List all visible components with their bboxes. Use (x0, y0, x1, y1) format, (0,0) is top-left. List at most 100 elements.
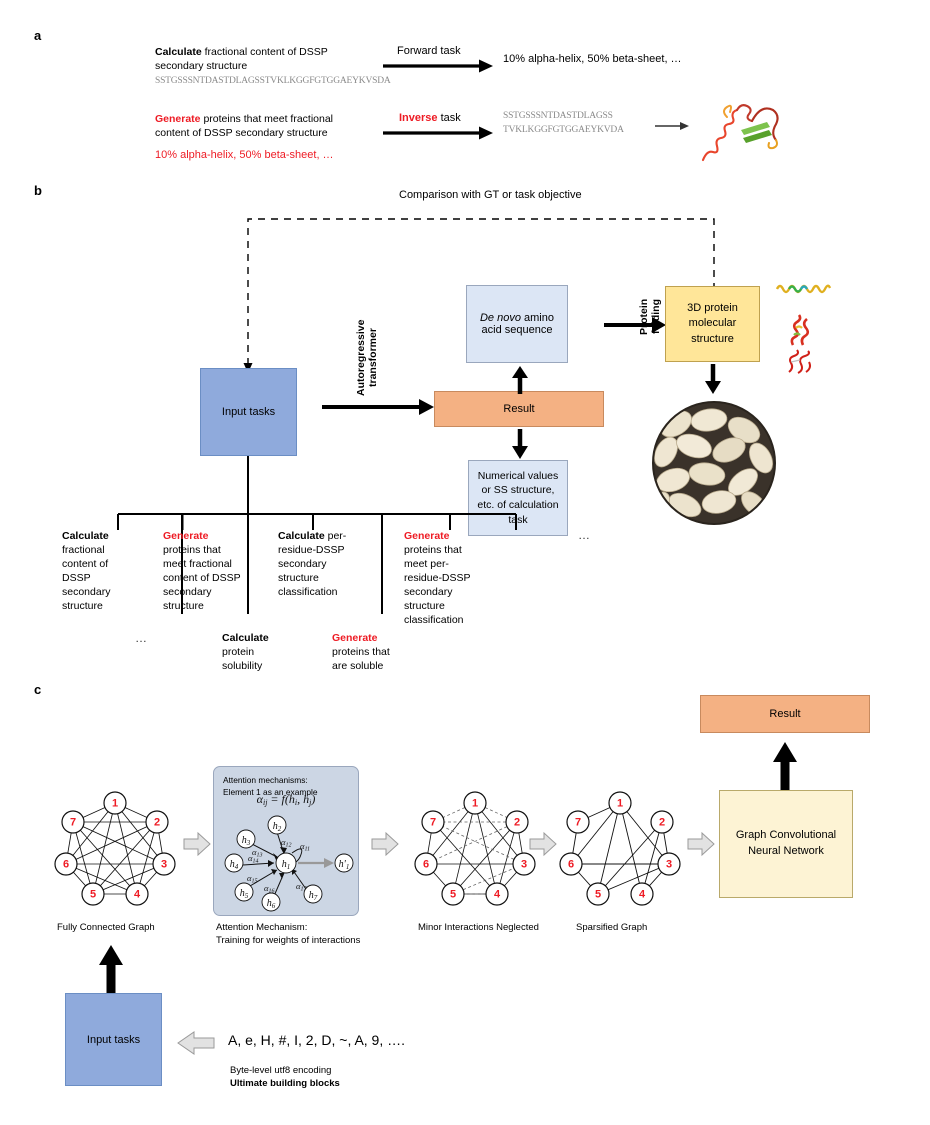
bean-pile-image (651, 400, 777, 526)
inverse-prompt-keyword: Generate (155, 113, 201, 125)
panel-c-encoding-arrow (177, 1031, 215, 1055)
svg-text:α12: α12 (281, 837, 291, 849)
gcn-label: Graph Convolutional Neural Network (735, 829, 837, 857)
svg-text:4: 4 (494, 889, 501, 901)
graph-node-1: 1 (112, 798, 118, 810)
svg-text:3: 3 (666, 859, 672, 871)
de-novo-italic: De novo (479, 312, 521, 324)
attention-title-line1: Attention mechanisms: (223, 775, 308, 785)
svg-text:6: 6 (568, 859, 574, 871)
panel-label-b: b (34, 183, 42, 198)
panel-b-result-box[interactable]: Result (434, 391, 604, 427)
task-lower-0-keyword: Calculate (222, 632, 269, 644)
panel-a-forward-prompt: Calculate fractional content of DSSP sec… (155, 46, 370, 74)
task-lower-1-keyword: Generate (332, 632, 378, 644)
svg-text:1: 1 (617, 798, 623, 810)
svg-text:α15: α15 (247, 873, 257, 885)
panel-b-transformer-arrow (322, 398, 434, 416)
panel-b-task-lower-0: Calculate protein solubility (222, 632, 294, 674)
panel-a-forward-output: 10% alpha-helix, 50% beta-sheet, … (503, 53, 682, 65)
protein-thumbnail-globular (786, 348, 816, 376)
panel-b-branch-tree (60, 456, 660, 646)
de-novo-line1: De novo amino (480, 312, 554, 324)
task-lower-1-text: proteins that are soluble (332, 645, 390, 672)
inverse-output-line2: TVKLKGGFGTGGAEYKVDA (503, 124, 624, 135)
panel-b-ellipsis: … (578, 528, 591, 542)
graph-node-4: 4 (134, 889, 141, 901)
panel-b-structure-down-arrow (704, 364, 722, 394)
svg-text:2: 2 (659, 817, 665, 829)
panel-c-gcn-box[interactable]: Graph Convolutional Neural Network (719, 790, 853, 898)
svg-text:Inverse task: Inverse task (399, 112, 461, 124)
task-2-keyword: Calculate (278, 530, 325, 542)
inverse-arrow-label-keyword: Inverse (399, 112, 438, 124)
svg-text:7: 7 (575, 817, 581, 829)
graph-node-6: 6 (63, 859, 69, 871)
svg-text:α16: α16 (264, 883, 274, 895)
graph-node-2: 2 (154, 817, 160, 829)
attention-diagram: αij = f(hi, hj) (224, 792, 354, 912)
panel-b-numerical-box[interactable]: Numerical values or SS structure, etc. o… (468, 460, 568, 536)
panel-b-task-3: Generate proteins that meet per-residue-… (404, 530, 484, 628)
panel-b-structure-box[interactable]: 3D protein molecular structure (665, 286, 760, 362)
inverse-prompt-text: proteins that meet fractional content of… (155, 113, 334, 139)
svg-text:1: 1 (472, 798, 478, 810)
panel-b-branch-ellipsis: … (135, 631, 148, 645)
panel-b-result-up-arrow (511, 366, 529, 394)
svg-text:h6: h6 (267, 898, 276, 910)
panel-b-task-2: Calculate per-residue-DSSP secondary str… (278, 530, 360, 600)
panel-c-input-tasks-box[interactable]: Input tasks (65, 993, 162, 1086)
caption-attention-line1: Attention Mechanism: (216, 922, 308, 933)
caption-minor-neglected: Minor Interactions Neglected (418, 922, 539, 933)
svg-text:α17: α17 (296, 881, 307, 893)
de-novo-line2: acid sequence (481, 324, 553, 336)
panel-c-result-up-arrow (773, 742, 797, 792)
panel-b-folding-arrow (604, 316, 666, 334)
svg-text:6: 6 (423, 859, 429, 871)
panel-c-gray-arrow-2 (371, 831, 399, 857)
svg-text:h4: h4 (230, 859, 239, 871)
task-0-keyword: Calculate (62, 530, 109, 542)
graph-node-5: 5 (90, 889, 96, 901)
svg-text:αij = f(hi, hj): αij = f(hi, hj) (257, 792, 316, 807)
forward-prompt-keyword: Calculate (155, 46, 202, 58)
task-1-keyword: Generate (163, 530, 209, 542)
panel-c-input-up-arrow (99, 945, 123, 993)
panel-c-result-box[interactable]: Result (700, 695, 870, 733)
panel-b-task-1: Generate proteins that meet fractional c… (163, 530, 241, 614)
panel-c-encoding-text: A, e, H, #, I, 2, D, ~, A, 9, …. (228, 1032, 406, 1048)
panel-b-result-down-arrow (511, 429, 529, 459)
svg-text:α13: α13 (252, 847, 262, 859)
panel-b-feedback-label: Comparison with GT or task objective (399, 189, 582, 201)
panel-b-task-0: Calculate fractional content of DSSP sec… (62, 530, 134, 614)
task-0-text: fractional content of DSSP secondary str… (62, 543, 111, 612)
panel-c-gray-arrow-1 (183, 831, 211, 857)
svg-text:h'1: h'1 (339, 859, 350, 871)
svg-text:α14: α14 (248, 853, 258, 865)
task-lower-0-text: protein solubility (222, 645, 263, 672)
task-2-text: per-residue-DSSP secondary structure cla… (278, 530, 347, 598)
svg-text:h2: h2 (273, 821, 282, 833)
panel-b-de-novo-box[interactable]: De novo amino acid sequence (466, 285, 568, 363)
svg-text:7: 7 (430, 817, 436, 829)
svg-text:4: 4 (639, 889, 646, 901)
attention-mechanism-box: Attention mechanisms: Element 1 as an ex… (213, 766, 359, 916)
caption-fully-connected-graph: Fully Connected Graph (57, 922, 155, 933)
panel-label-a: a (34, 28, 42, 43)
forward-arrow-label: Forward task (397, 45, 461, 57)
panel-c-gray-arrow-4 (687, 831, 715, 857)
de-novo-rest: amino (520, 312, 554, 324)
panel-b-input-tasks-box[interactable]: Input tasks (200, 368, 297, 456)
protein-ribbon-thumbnail (697, 94, 783, 164)
graph-node-3: 3 (161, 859, 167, 871)
svg-text:h1: h1 (282, 859, 291, 871)
attention-box-title: Attention mechanisms: Element 1 as an ex… (223, 774, 318, 798)
svg-text:α11: α11 (300, 841, 310, 853)
panel-a-inverse-condition: 10% alpha-helix, 50% beta-sheet, … (155, 149, 334, 161)
protein-thumbnail-helix (775, 280, 832, 296)
panel-a-inverse-prompt: Generate proteins that meet fractional c… (155, 113, 370, 141)
panel-a-inverse-output: SSTGSSSNTDASTDLAGSS TVKLKGGFGTGGAEYKVDA (503, 110, 624, 138)
svg-text:5: 5 (450, 889, 456, 901)
